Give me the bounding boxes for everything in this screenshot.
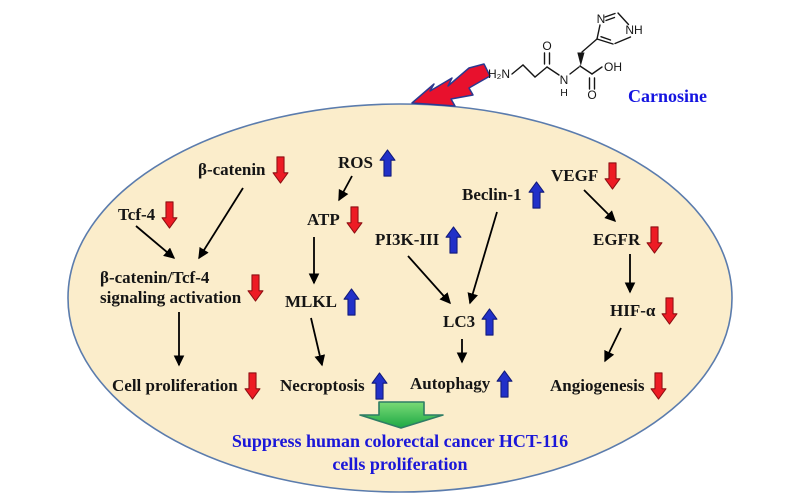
node-label: Tcf-4 <box>118 205 156 224</box>
edge-pi3k_iii-lc3 <box>407 255 451 305</box>
node-angiogenesis: Angiogenesis <box>550 372 667 400</box>
node-label: Cell proliferation <box>112 376 238 395</box>
node-label: LC3 <box>443 312 476 331</box>
carbonyl-oxygen-label: O <box>542 39 551 53</box>
red-down-arrow-icon <box>646 226 663 254</box>
wedge-bond <box>577 52 585 66</box>
ring-nh-label: NH <box>625 23 642 37</box>
red-down-arrow-icon <box>661 297 678 325</box>
blue-up-arrow-icon <box>343 288 360 316</box>
edge-vegf-egfr <box>583 189 617 223</box>
node-label: β-catenin/Tcf-4 <box>100 268 210 287</box>
ring-double-bond <box>600 36 612 41</box>
edge-mlkl-necroptosis <box>310 317 326 367</box>
node-mlkl: MLKL <box>285 288 360 316</box>
node-label: Necroptosis <box>280 376 365 395</box>
edge-hif_alpha-angiogenesis <box>604 327 622 363</box>
amine-label: H₂N <box>488 67 510 81</box>
node-label: ROS <box>338 153 373 172</box>
edge-ros-atp <box>338 175 353 202</box>
node-label: PI3K-III <box>375 230 440 249</box>
amide-nitrogen-label: N <box>560 73 569 87</box>
node-tcf4: Tcf-4 <box>118 201 178 229</box>
node-label: MLKL <box>285 292 337 311</box>
node-egfr: EGFR <box>593 226 663 254</box>
red-down-arrow-icon <box>247 274 264 302</box>
ring-bond <box>596 24 601 40</box>
node-label: VEGF <box>551 166 599 185</box>
red-down-arrow-icon <box>346 206 363 234</box>
outcome-arrow-icon <box>359 401 444 429</box>
node-label: EGFR <box>593 230 641 249</box>
acid-oxygen-label: O <box>587 88 596 102</box>
ring-bond <box>617 12 630 26</box>
blue-up-arrow-icon <box>445 226 462 254</box>
red-down-arrow-icon <box>244 372 261 400</box>
node-label: β-catenin <box>198 160 266 179</box>
blue-up-arrow-icon <box>528 181 545 209</box>
node-cell-proliferation: Cell proliferation <box>112 372 261 400</box>
red-down-arrow-icon <box>272 156 289 184</box>
blue-up-arrow-icon <box>379 149 396 177</box>
red-down-arrow-icon <box>161 201 178 229</box>
ring-bond <box>596 38 614 45</box>
hydroxyl-bond <box>591 66 603 75</box>
carnosine-structure: H₂N O N H N NH OH O <box>488 12 643 102</box>
node-label: Autophagy <box>410 374 491 393</box>
blue-up-arrow-icon <box>371 372 388 400</box>
ch2-ring-bond <box>581 38 598 53</box>
ring-bond <box>614 36 632 45</box>
node-beclin1: Beclin-1 <box>462 181 545 209</box>
red-down-arrow-icon <box>604 162 621 190</box>
outcome-text: Suppress human colorectal cancer HCT-116… <box>0 430 800 476</box>
amide-bond <box>569 66 580 75</box>
hydroxyl-label: OH <box>604 60 622 74</box>
edge-beta_catenin-signaling <box>198 187 244 260</box>
node-label: Angiogenesis <box>550 376 645 395</box>
outcome-line2: cells proliferation <box>332 454 468 474</box>
node-lc3: LC3 <box>443 308 498 336</box>
pathway-edges <box>135 175 636 367</box>
node-signaling-activation: β-catenin/Tcf-4 signaling activation <box>100 268 264 308</box>
node-pi3k-iii: PI3K-III <box>375 226 462 254</box>
molecule-name: Carnosine <box>628 86 708 106</box>
node-autophagy: Autophagy <box>410 370 513 398</box>
amide-hydrogen-label: H <box>560 87 568 99</box>
node-necroptosis: Necroptosis <box>280 372 388 400</box>
ring-bond <box>604 12 616 18</box>
chain-bond <box>511 64 548 78</box>
red-down-arrow-icon <box>650 372 667 400</box>
node-atp: ATP <box>307 206 363 234</box>
edge-tcf4-signaling <box>135 225 176 259</box>
node-beta-catenin: β-catenin <box>198 156 289 184</box>
lightning-bolt-icon <box>411 63 491 107</box>
node-label: ATP <box>307 210 340 229</box>
node-label: HIF-α <box>610 301 656 320</box>
amide-bond <box>546 66 560 76</box>
node-hif-alpha: HIF-α <box>610 297 678 325</box>
blue-up-arrow-icon <box>481 308 498 336</box>
acid-bond <box>579 65 593 75</box>
node-label: Beclin-1 <box>462 185 522 204</box>
outcome-line1: Suppress human colorectal cancer HCT-116 <box>231 431 569 451</box>
edge-beclin1-lc3 <box>467 211 498 305</box>
node-label: signaling activation <box>100 288 242 307</box>
ring-double-bond <box>605 16 616 22</box>
blue-up-arrow-icon <box>496 370 513 398</box>
ring-nitrogen-label: N <box>597 12 606 26</box>
node-ros: ROS <box>338 149 396 177</box>
node-vegf: VEGF <box>551 162 621 190</box>
